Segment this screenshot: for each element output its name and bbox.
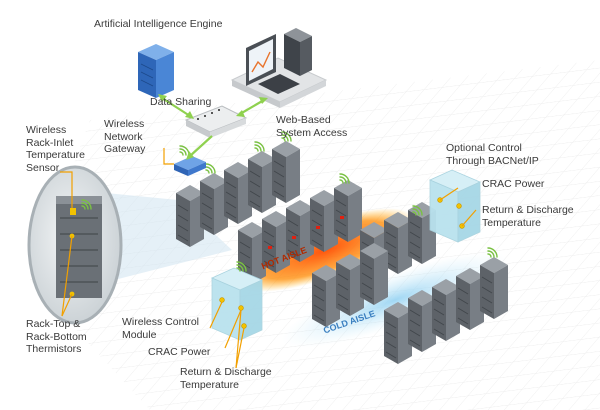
rack [311, 264, 341, 328]
rack [333, 179, 363, 243]
server-tower-icon [138, 44, 174, 98]
rack [335, 253, 365, 317]
zoomed-rack [56, 196, 102, 298]
network-switch-icon [184, 105, 248, 138]
label-return-discharge-bottom: Return & Discharge Temperature [180, 366, 272, 391]
workstation-icon [230, 28, 328, 108]
network-links [161, 97, 265, 157]
rack [175, 184, 205, 248]
rack [271, 140, 301, 204]
label-crac-power-top: CRAC Power [482, 178, 545, 190]
cold-aisle-glow [281, 252, 509, 348]
hot-exhaust-markers [268, 216, 344, 249]
label-gateway: Wireless Network Gateway [104, 118, 146, 155]
rack [383, 301, 413, 365]
crac-unit-top [429, 169, 481, 243]
label-ai-engine: Artificial Intelligence Engine [94, 18, 223, 30]
label-thermistors: Rack-Top & Rack-Bottom Thermistors [26, 318, 87, 355]
label-control-module: Wireless Control Module [122, 316, 200, 341]
rack [199, 172, 229, 236]
link-arrowheads [158, 94, 268, 160]
rack [359, 242, 389, 306]
rack [455, 267, 485, 331]
rack [247, 150, 277, 214]
label-return-discharge-top: Return & Discharge Temperature [482, 204, 574, 229]
wireless-gateway-icon [174, 145, 206, 176]
rack [431, 278, 461, 342]
label-bacnet: Optional Control Through BACNet/IP [446, 142, 539, 167]
label-data-sharing: Data Sharing [150, 96, 212, 108]
label-crac-power-bottom: CRAC Power [148, 346, 211, 358]
leader-lines [60, 148, 477, 369]
rack [383, 211, 413, 275]
rack [407, 289, 437, 353]
rack [309, 189, 339, 253]
crac-unit-bottom [211, 267, 263, 341]
rack [223, 161, 253, 225]
label-rack-inlet-sensor: Wireless Rack-Inlet Temperature Sensor [26, 124, 85, 174]
label-web-access: Web-Based System Access [276, 114, 348, 139]
rack [479, 256, 509, 320]
